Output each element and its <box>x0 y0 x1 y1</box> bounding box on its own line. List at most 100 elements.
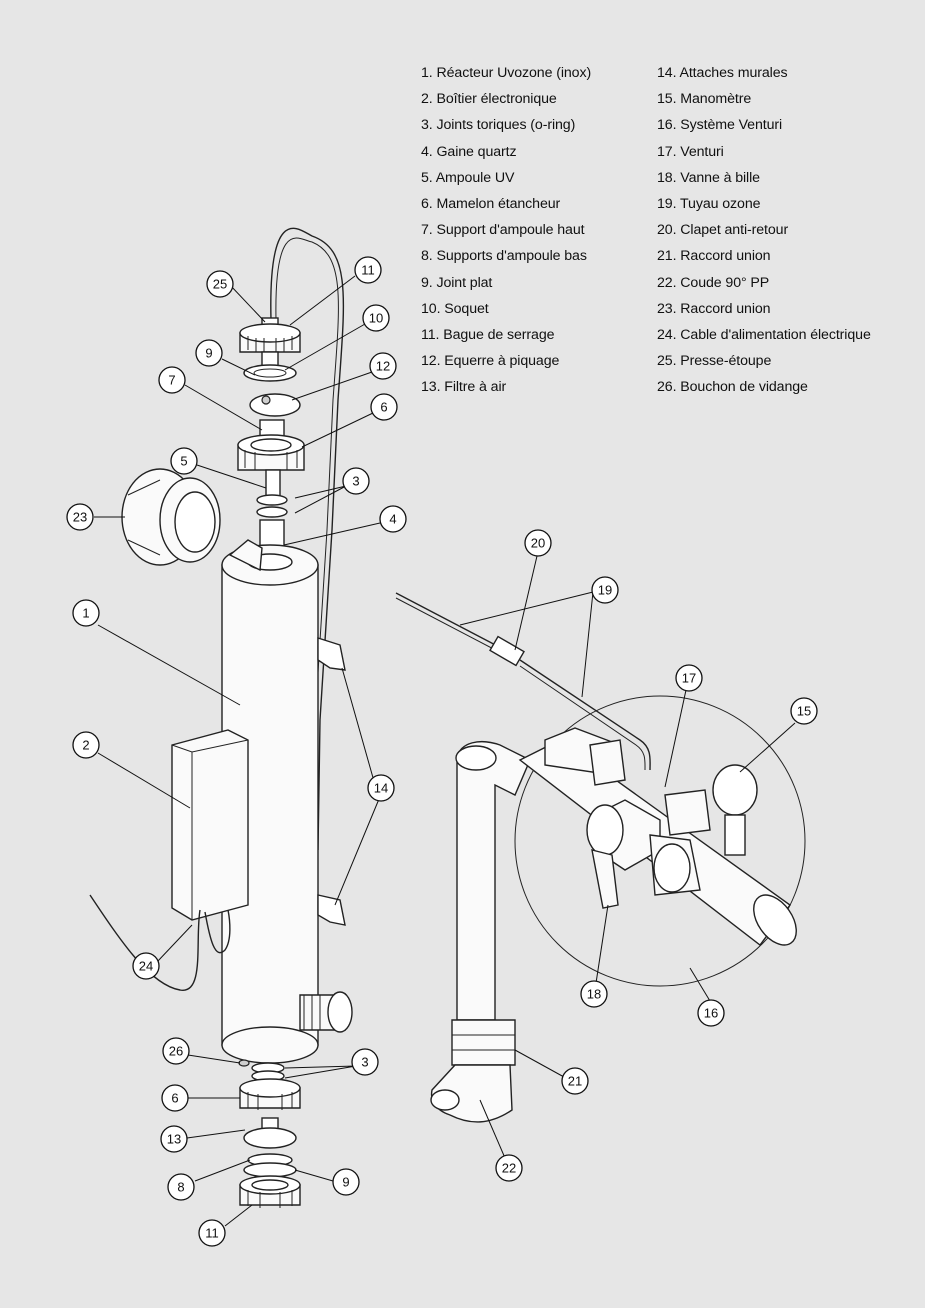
check-valve <box>489 635 525 667</box>
callout-6-top: 6 <box>370 393 398 421</box>
callout-8: 8 <box>167 1173 195 1201</box>
legend-item: 18. Vanne à bille <box>657 169 760 186</box>
legend-item: 8. Supports d'ampoule bas <box>421 248 587 265</box>
sealing-nipple-bottom <box>239 1078 301 1110</box>
callout-25: 25 <box>206 270 234 298</box>
legend-item: 23. Raccord union <box>657 300 771 317</box>
callout-24: 24 <box>132 952 160 980</box>
svg-text:19: 19 <box>598 583 612 598</box>
legend-item: 4. Gaine quartz <box>421 143 517 160</box>
svg-text:9: 9 <box>205 346 212 361</box>
callout-6-bottom: 6 <box>161 1084 189 1112</box>
callout-13: 13 <box>160 1125 188 1153</box>
callout-9-bottom: 9 <box>332 1168 360 1196</box>
sealing-nipple-top <box>237 434 305 471</box>
svg-text:24: 24 <box>139 959 153 974</box>
ball-valve-handle <box>591 849 619 909</box>
svg-text:13: 13 <box>167 1132 181 1147</box>
svg-text:11: 11 <box>205 1226 219 1241</box>
svg-text:15: 15 <box>797 704 811 719</box>
wall-bracket-top <box>317 637 346 671</box>
legend-column-2: 14. Attaches murales 15. Manomètre 16. S… <box>657 62 871 402</box>
callout-16: 16 <box>697 999 725 1027</box>
callout-14: 14 <box>367 774 395 802</box>
svg-text:2: 2 <box>82 738 89 753</box>
svg-text:18: 18 <box>587 987 601 1002</box>
svg-text:17: 17 <box>682 671 696 686</box>
callout-7: 7 <box>158 366 186 394</box>
legend-item: 10. Soquet <box>421 300 489 317</box>
legend-item: 25. Presse-étoupe <box>657 353 772 370</box>
callout-3-bottom: 3 <box>351 1048 379 1076</box>
legend-item: 15. Manomètre <box>657 91 752 108</box>
legend-item: 16. Système Venturi <box>657 117 783 134</box>
svg-text:6: 6 <box>380 400 387 415</box>
callout-22: 22 <box>495 1154 523 1182</box>
legend-item: 3. Joints toriques (o-ring) <box>421 117 576 134</box>
ozone-tube-loop <box>270 227 345 851</box>
callout-11-bottom: 11 <box>198 1219 226 1247</box>
legend-item: 20. Clapet anti-retour <box>657 222 789 239</box>
legend-item: 21. Raccord union <box>657 248 771 265</box>
svg-text:12: 12 <box>376 359 390 374</box>
elbow-pipe <box>430 741 531 1123</box>
flat-gasket-top <box>243 364 297 382</box>
callout-9-top: 9 <box>195 339 223 367</box>
power-cable <box>89 894 201 991</box>
callout-17: 17 <box>675 664 703 692</box>
legend-item: 12. Equerre à piquage <box>421 353 560 370</box>
callout-15: 15 <box>790 697 818 725</box>
callout-20: 20 <box>524 529 552 557</box>
venturi-pipe <box>518 727 797 946</box>
svg-text:22: 22 <box>502 1161 516 1176</box>
legend-item: 7. Support d'ampoule haut <box>421 222 585 239</box>
svg-text:9: 9 <box>342 1175 349 1190</box>
pressure-gauge <box>712 764 758 816</box>
support-disc <box>249 393 301 417</box>
legend-item: 2. Boîtier électronique <box>421 91 557 108</box>
callout-23: 23 <box>66 503 94 531</box>
union-nut-23 <box>121 468 221 566</box>
callout-1: 1 <box>72 599 100 627</box>
legend-item: 22. Coude 90° PP <box>657 274 770 291</box>
legend-item: 14. Attaches murales <box>657 65 788 81</box>
callout-10: 10 <box>362 304 390 332</box>
legend-item: 24. Cable d'alimentation électrique <box>657 326 871 343</box>
wall-bracket-bottom <box>317 894 346 926</box>
svg-text:5: 5 <box>180 454 187 469</box>
legend-item: 13. Filtre à air <box>421 379 507 396</box>
svg-text:20: 20 <box>531 536 545 551</box>
air-filter <box>243 1127 297 1149</box>
svg-text:11: 11 <box>361 263 375 278</box>
drain-plug <box>238 1059 250 1067</box>
svg-text:23: 23 <box>73 510 87 525</box>
svg-text:16: 16 <box>704 1006 718 1021</box>
callout-12: 12 <box>369 352 397 380</box>
callout-19: 19 <box>591 576 619 604</box>
legend-item: 9. Joint plat <box>421 274 493 291</box>
svg-text:14: 14 <box>374 781 388 796</box>
legend-item: 26. Bouchon de vidange <box>657 379 808 396</box>
callout-2: 2 <box>72 731 100 759</box>
cable-gland-part <box>239 317 301 369</box>
legend-item: 6. Mamelon étancheur <box>421 195 561 212</box>
legend-item: 11. Bague de serrage <box>421 326 555 343</box>
callout-4: 4 <box>379 505 407 533</box>
svg-text:10: 10 <box>369 311 383 326</box>
electronics-box <box>171 729 249 921</box>
svg-text:21: 21 <box>568 1074 582 1089</box>
legend-item: 17. Venturi <box>657 143 724 160</box>
venturi-detail-circle <box>514 695 806 987</box>
callout-3-top: 3 <box>342 467 370 495</box>
svg-text:4: 4 <box>389 512 396 527</box>
svg-text:6: 6 <box>171 1091 178 1106</box>
legend-item: 1. Réacteur Uvozone (inox) <box>421 65 592 81</box>
callout-11-top: 11 <box>354 256 382 284</box>
legend-column-1: 1. Réacteur Uvozone (inox) 2. Boîtier él… <box>421 62 591 402</box>
svg-text:3: 3 <box>352 474 359 489</box>
svg-text:25: 25 <box>213 277 227 292</box>
callout-26: 26 <box>162 1037 190 1065</box>
svg-text:26: 26 <box>169 1044 183 1059</box>
legend-item: 19. Tuyau ozone <box>657 195 761 212</box>
